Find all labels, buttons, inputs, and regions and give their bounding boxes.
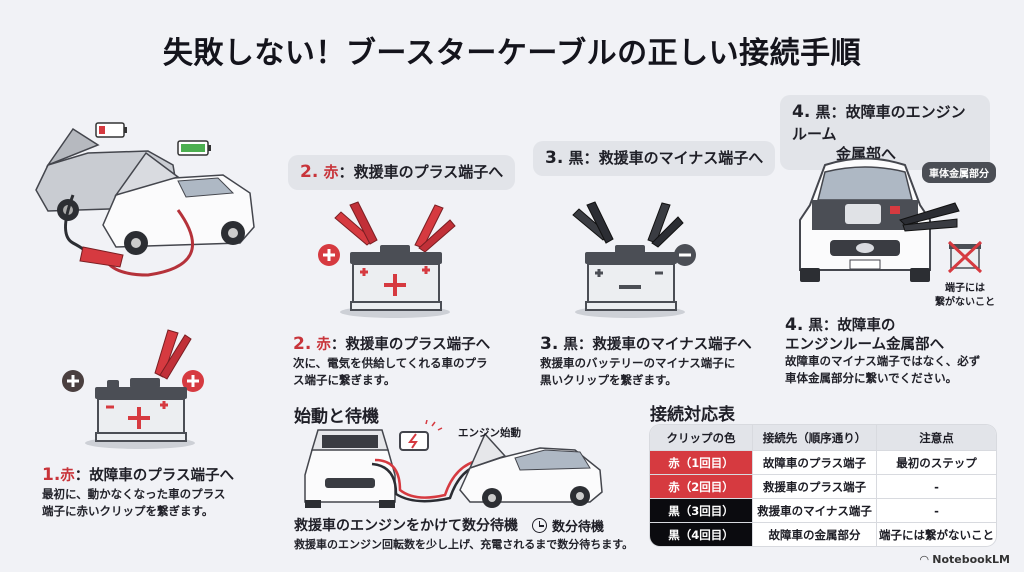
step2-heading: 2. 赤：救援車のプラス端子へ — [293, 334, 491, 354]
connection-table: クリップの色 接続先（順序通り） 注意点 赤（1回目） 故障車のプラス端子 最初… — [650, 425, 996, 546]
start-description: 救援車のエンジン回転数を少し上げ、充電されるまで数分待ちます。 — [294, 538, 634, 551]
step1-description: 最初に、動かなくなった車のプラス 端子に赤いクリップを繋ぎます。 — [42, 487, 226, 519]
hero-illustration — [28, 115, 268, 285]
black-clip-icon — [895, 195, 965, 235]
step4-heading: 4. 黒：故障車の エンジンルーム金属部へ — [785, 315, 945, 354]
no-terminal-icon — [945, 240, 985, 274]
step4-pill: 4. 黒：故障車のエンジンルーム 金属部へ — [780, 95, 990, 171]
table-row: 赤（1回目） 故障車のプラス端子 最初のステップ — [650, 450, 996, 474]
notebooklm-icon: ◠ — [919, 553, 933, 566]
start-section-title: 始動と待機 — [294, 407, 379, 427]
engine-start-label: エンジン始動 — [458, 427, 521, 439]
table-row: 黒（3回目） 救援車のマイナス端子 - — [650, 498, 996, 522]
table-title: 接続対応表 — [650, 405, 735, 425]
battery-full-icon — [177, 140, 211, 156]
table-row: 赤（2回目） 救援車のプラス端子 - — [650, 474, 996, 498]
red-clip-icon — [79, 246, 124, 268]
start-illustration — [300, 420, 610, 510]
battery-low-icon — [95, 122, 127, 138]
step2-pill: 2. 赤：救援車のプラス端子へ — [288, 155, 516, 190]
step3-description: 救援車のバッテリーのマイナス端子に 黒いクリップを繋ぎます。 — [540, 356, 736, 388]
clock-icon — [532, 518, 547, 533]
engine-start-icon — [399, 420, 443, 451]
page-title: 失敗しない！ブースターケーブルの正しい接続手順 — [162, 36, 862, 71]
step3-heading: 3. 黒：救援車のマイナス端子へ — [540, 334, 752, 354]
step3-pill: 3. 黒：救援車のマイナス端子へ — [533, 141, 776, 176]
step4-description: 故障車のマイナス端子ではなく、必ず 車体金属部分に繋いでください。 — [785, 354, 981, 386]
table-header-row: クリップの色 接続先（順序通り） 注意点 — [650, 425, 996, 450]
step3-battery-illustration — [565, 195, 705, 320]
step1-battery-illustration — [60, 325, 220, 455]
step4-car-illustration — [790, 150, 940, 285]
warning-text: 端子には 繋がないこと — [935, 283, 995, 308]
table-row: 黒（4回目） 故障車の金属部分 端子には繋がないこと — [650, 522, 996, 546]
wait-badge: 数分待機 — [532, 516, 604, 535]
step2-description: 次に、電気を供給してくれる車のプラ ス端子に繋ぎます。 — [293, 356, 488, 388]
step1-heading: 1.赤：故障車のプラス端子へ — [42, 465, 235, 485]
start-heading: 救援車のエンジンをかけて数分待機 — [294, 518, 518, 534]
brand-logo: ◠ NotebookLM — [919, 553, 1010, 566]
callout-metal-part: 車体金属部分 — [922, 162, 996, 183]
step2-battery-illustration — [315, 200, 475, 320]
